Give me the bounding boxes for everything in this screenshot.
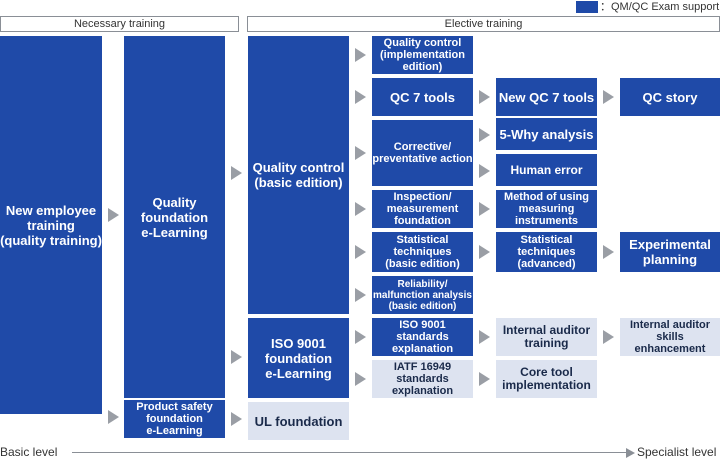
arrow-corrective-to-humanerror	[479, 164, 490, 178]
quality-foundation-elearning-box: Quality foundation e-Learning	[124, 36, 225, 398]
arrow-iso-to-iatf16949	[355, 372, 366, 386]
core-tool-implementation-box: Core tool implementation	[496, 360, 597, 398]
level-axis-line	[72, 452, 628, 453]
basic-level-label: Basic level	[0, 445, 58, 459]
iatf16949-standards-explanation-box: IATF 16949 standards explanation	[372, 360, 473, 398]
qc-7-tools-box: QC 7 tools	[372, 78, 473, 116]
internal-auditor-training-box: Internal auditor training	[496, 318, 597, 356]
arrow-iatf-to-coretool	[479, 372, 490, 386]
quality-control-implementation-box: Quality control (implementation edition)	[372, 36, 473, 74]
statistical-techniques-basic-box: Statistical techniques (basic edition)	[372, 232, 473, 272]
qc-story-box: QC story	[620, 78, 720, 116]
necessary-training-header: Necessary training	[0, 16, 239, 32]
arrow-qc7-to-newqc7	[479, 90, 490, 104]
iso9001-foundation-elearning-box: ISO 9001 foundation e-Learning	[248, 318, 349, 398]
measuring-instruments-box: Method of using measuring instruments	[496, 190, 597, 228]
new-employee-training-box: New employee training (quality training)	[0, 36, 102, 414]
experimental-planning-box: Experimental planning	[620, 232, 720, 272]
internal-auditor-skills-enhancement-box: Internal auditor skills enhancement	[620, 318, 720, 356]
inspection-measurement-foundation-box: Inspection/ measurement foundation	[372, 190, 473, 228]
level-axis-arrowhead	[626, 448, 635, 458]
5-why-analysis-box: 5-Why analysis	[496, 118, 597, 150]
new-qc-7-tools-box: New QC 7 tools	[496, 78, 597, 116]
arrow-qcbasic-to-inspection	[355, 202, 366, 216]
legend-swatch	[576, 1, 598, 13]
specialist-level-label: Specialist level	[637, 445, 717, 459]
arrow-newemp-to-qualityfoundation	[108, 208, 119, 222]
arrow-iso-to-iso9001-standards	[355, 330, 366, 344]
arrow-auditor-to-skills	[603, 330, 614, 344]
arrow-corrective-to-5why	[479, 128, 490, 142]
arrow-qualityfoundation-to-iso9001	[231, 350, 242, 364]
arrow-qcbasic-to-implementation	[355, 48, 366, 62]
arrow-iso9001-standards-to-auditor	[479, 330, 490, 344]
reliability-malfunction-analysis-box: Reliability/ malfunction analysis (basic…	[372, 276, 473, 314]
human-error-box: Human error	[496, 154, 597, 186]
arrow-qualityfoundation-to-qcbasic	[231, 166, 242, 180]
arrow-statistical-to-advanced	[479, 245, 490, 259]
arrow-qcbasic-to-corrective	[355, 146, 366, 160]
corrective-preventative-action-box: Corrective/ preventative action	[372, 120, 473, 186]
quality-control-basic-box: Quality control (basic edition)	[248, 36, 349, 314]
product-safety-elearning-box: Product safety foundation e-Learning	[124, 400, 225, 438]
arrow-advanced-to-experimental	[603, 245, 614, 259]
legend-label: ：QM/QC Exam support	[600, 1, 720, 13]
arrow-qcbasic-to-reliability	[355, 288, 366, 302]
arrow-newemp-to-productsafety	[108, 410, 119, 424]
arrow-newqc7-to-qcstory	[603, 90, 614, 104]
arrow-qcbasic-to-statistical	[355, 245, 366, 259]
statistical-techniques-advanced-box: Statistical techniques (advanced)	[496, 232, 597, 272]
iso9001-standards-explanation-box: ISO 9001 standards explanation	[372, 318, 473, 356]
elective-training-header: Elective training	[247, 16, 720, 32]
arrow-qcbasic-to-qc7	[355, 90, 366, 104]
arrow-productsafety-to-ul	[231, 412, 242, 426]
ul-foundation-box: UL foundation	[248, 402, 349, 440]
arrow-inspection-to-measuring	[479, 202, 490, 216]
